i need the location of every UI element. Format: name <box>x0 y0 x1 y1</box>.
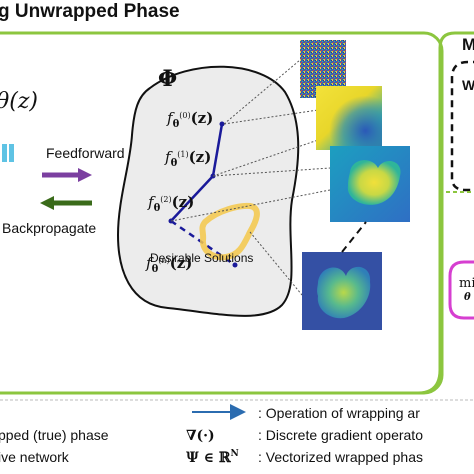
feedforward-arrow <box>42 168 92 182</box>
legend-psi-text: : Vectorized wrapped phas <box>258 449 423 465</box>
objective-box <box>448 260 474 320</box>
image-connectors <box>170 59 331 296</box>
legend-grad-text: : Discrete gradient operato <box>258 427 423 443</box>
legend-grad-symbol: ∇(·) <box>186 428 215 444</box>
feedforward-label: Feedforward <box>46 145 125 161</box>
image-dashed-link <box>341 221 367 253</box>
phase-image-3 <box>302 252 382 330</box>
right-green-frame <box>417 31 474 395</box>
phase-image-2 <box>330 146 410 222</box>
legend-left-row2: ive network <box>0 449 70 465</box>
right-panel-letter: M <box>462 35 474 54</box>
phase-image-1 <box>316 86 382 150</box>
objective-min-sub: θ <box>464 292 471 303</box>
backpropagate-arrow <box>40 196 92 210</box>
solution-space-blob <box>116 65 300 317</box>
step-label-0: fθ(0)(z) <box>166 109 213 130</box>
step-label-2: fθ(2)(z) <box>147 193 194 214</box>
step-labels: fθ(0)(z) fθ(1)(z) fθ(2)(z) fθ(n)(z) <box>145 109 213 275</box>
network-label: θ(z) <box>0 89 38 114</box>
legend-wrap-text: : Operation of wrapping ar <box>258 405 420 421</box>
step-label-3: fθ(n)(z) <box>145 254 192 275</box>
figure-title: g Unwrapped Phase <box>0 1 180 22</box>
phi-symbol: Φ <box>158 66 177 92</box>
right-inner-letter: W <box>462 77 474 93</box>
backpropagate-label: Backpropagate <box>2 220 96 236</box>
green-frame <box>0 31 444 395</box>
legend-psi-symbol: Ψ ∈ ℝN <box>186 449 239 466</box>
solutions-label: Desirable Solutions <box>150 251 253 265</box>
right-inner-dashed-box <box>450 60 474 192</box>
legend-left-row1: pped (true) phase <box>0 427 109 443</box>
network-block-icon <box>2 144 14 162</box>
step-label-1: fθ(1)(z) <box>164 148 211 169</box>
objective-min: mi <box>459 276 474 291</box>
